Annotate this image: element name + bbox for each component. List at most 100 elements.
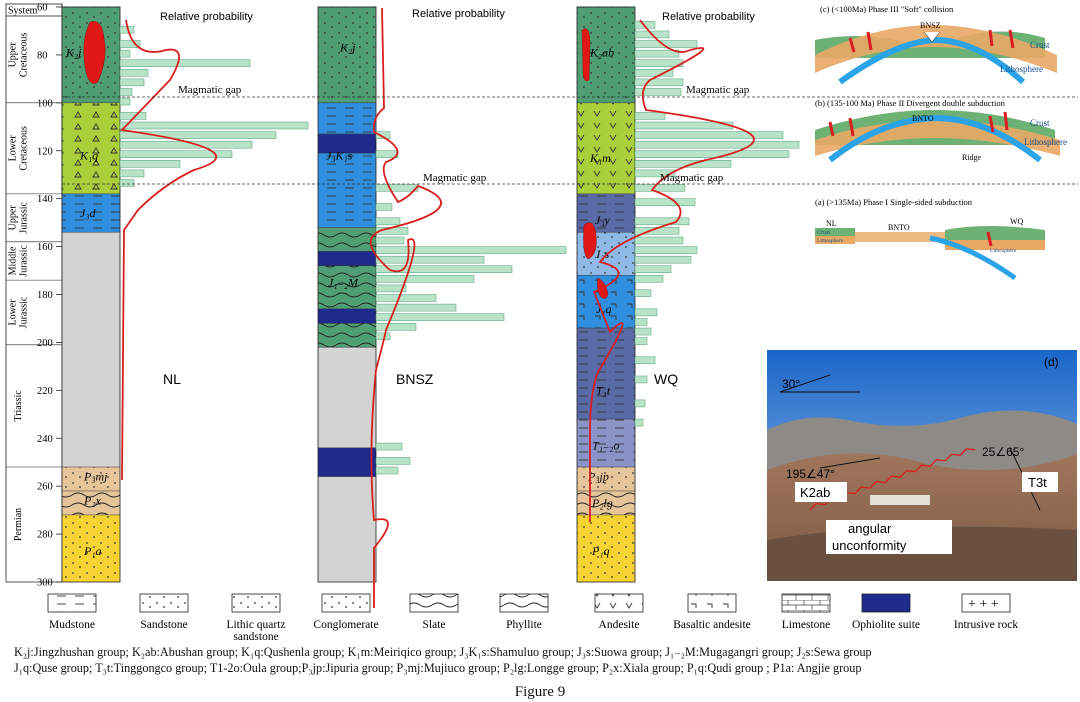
- section-name-nl: NL: [163, 371, 181, 387]
- gap-label-bnsz-lower: Magmatic gap: [423, 172, 487, 184]
- histogram-bar: [634, 217, 690, 226]
- photo-annotation-line1: angular: [848, 521, 892, 536]
- panel-b-ridge: Ridge: [962, 153, 982, 162]
- conglomerate-pattern: [321, 593, 371, 613]
- period-label: Lower: [8, 299, 19, 326]
- histogram-bar: [634, 356, 656, 365]
- panel-b-title: (b) (135-100 Ma) Phase II Divergent doub…: [815, 98, 1006, 108]
- histogram-bar: [634, 59, 684, 67]
- panel-a-nl: NL: [826, 219, 837, 228]
- hist-title-wq: Relative probability: [662, 11, 755, 23]
- legend-label: Conglomerate: [313, 619, 378, 631]
- panel-c-crust: Crust: [1030, 40, 1050, 50]
- histogram-bar: [375, 313, 505, 321]
- histogram-bar: [634, 112, 666, 120]
- panel-b-crust: Crust: [1030, 118, 1050, 128]
- intrusion-body: [581, 28, 591, 82]
- histogram-bar: [634, 88, 682, 96]
- tectonic-panel-a: (a) (>135Ma) Phase I Single-sided subduc…: [815, 197, 1045, 281]
- histogram-bar: [375, 217, 401, 226]
- histogram-bar: [119, 59, 251, 67]
- svg-text:+ + +: + + +: [968, 597, 999, 612]
- legend-label: sandstone: [233, 631, 278, 643]
- stratum-pattern: [577, 490, 635, 515]
- photo-attitude-right: 25∠65°: [982, 445, 1024, 459]
- stratum-pattern: [62, 102, 120, 194]
- stratum-pattern: [318, 153, 376, 228]
- stratum-pattern: [577, 514, 635, 582]
- tick-label: 240: [37, 434, 53, 445]
- histogram-bar: [375, 457, 411, 465]
- tick-label: 260: [37, 482, 53, 493]
- tick-label: 160: [37, 242, 53, 253]
- histogram-bar: [375, 184, 419, 192]
- histogram-bar: [119, 97, 131, 106]
- time-axis: System 608010012014016018020022024026028…: [5, 3, 63, 589]
- stratum-pattern: [62, 467, 120, 491]
- histogram-bar: [119, 179, 135, 187]
- stratum-pattern: [62, 193, 120, 233]
- legend-label: Mudstone: [49, 619, 95, 631]
- histogram-bar: [634, 318, 648, 326]
- formation-label: P₁a: [83, 544, 102, 558]
- panel-a-wq: WQ: [1010, 217, 1024, 226]
- histogram-bar: [119, 131, 277, 139]
- gap-lines: Magmatic gap Magmatic gap Magmatic gap M…: [62, 84, 1078, 185]
- formation-label: P₃jp: [587, 470, 609, 484]
- histogram-bar: [375, 236, 405, 245]
- period-label: Upper: [8, 205, 19, 231]
- histogram-bar: [119, 78, 145, 87]
- photo-dip-30: 30°: [782, 377, 800, 391]
- stratum: [318, 347, 376, 448]
- panel-c-lithosphere: Lithosphere: [1000, 64, 1043, 74]
- histogram-bar: [634, 255, 692, 264]
- group-line-1: K₂j:Jingzhushan group; K₂ab:Abushan grou…: [14, 645, 872, 659]
- histogram-bar: [634, 184, 686, 192]
- intrusion-body: [83, 21, 106, 84]
- stratum-pattern: [62, 490, 120, 515]
- histogram-bar: [375, 265, 513, 273]
- histogram-bar: [634, 49, 680, 58]
- histogram-bar: [634, 289, 652, 297]
- histogram-bar: [375, 203, 393, 211]
- histogram-bar: [119, 49, 131, 58]
- tick-label: 100: [37, 98, 53, 109]
- histogram-bar: [119, 121, 309, 130]
- stratum-pattern: [577, 275, 635, 329]
- tectonic-panel-b: (b) (135-100 Ma) Phase II Divergent doub…: [815, 98, 1067, 163]
- panel-c-bnsz: BNSZ: [920, 21, 941, 30]
- histogram-bar: [634, 275, 664, 283]
- stratum-pattern: [577, 102, 635, 194]
- histogram-bar: [119, 69, 149, 77]
- intrusion-body: [583, 222, 597, 260]
- panel-b-bnto: BNTO: [912, 114, 934, 123]
- legend-label: Slate: [423, 619, 446, 631]
- legend-label: Sandstone: [140, 619, 187, 631]
- legend-label: Basaltic andesite: [673, 619, 751, 631]
- period-label: Jurassic: [19, 245, 30, 277]
- probability-curve: [589, 19, 755, 522]
- formation-label: P₁q: [591, 544, 610, 558]
- hist-title-bnsz: Relative probability: [412, 8, 505, 20]
- formation-label: P₂x: [83, 494, 102, 508]
- group-abbreviation-list: K₂j:Jingzhushan group; K₂ab:Abushan grou…: [14, 644, 1074, 676]
- histogram-bar: [634, 327, 652, 336]
- stratum-pattern: [318, 227, 376, 252]
- histogram-bar: [375, 294, 437, 302]
- formation-label: K₂ab: [589, 46, 614, 60]
- legend-label: Limestone: [782, 619, 831, 631]
- photo-attitude-left: 195∠47°: [786, 467, 835, 481]
- histogram-bar: [634, 418, 644, 427]
- histogram-bar: [375, 275, 475, 283]
- period-label: Lower: [8, 135, 19, 162]
- photo-unit-left: K2ab: [800, 485, 830, 500]
- tick-label: 140: [37, 194, 53, 205]
- formation-label: K₂j: [65, 46, 82, 60]
- stratum-pattern: [318, 265, 376, 309]
- tectonic-panel-c: (c) (<100Ma) Phase III "Soft" collision …: [815, 4, 1057, 85]
- phyllite-pattern: [499, 593, 549, 613]
- formation-label: K₁m: [589, 151, 611, 165]
